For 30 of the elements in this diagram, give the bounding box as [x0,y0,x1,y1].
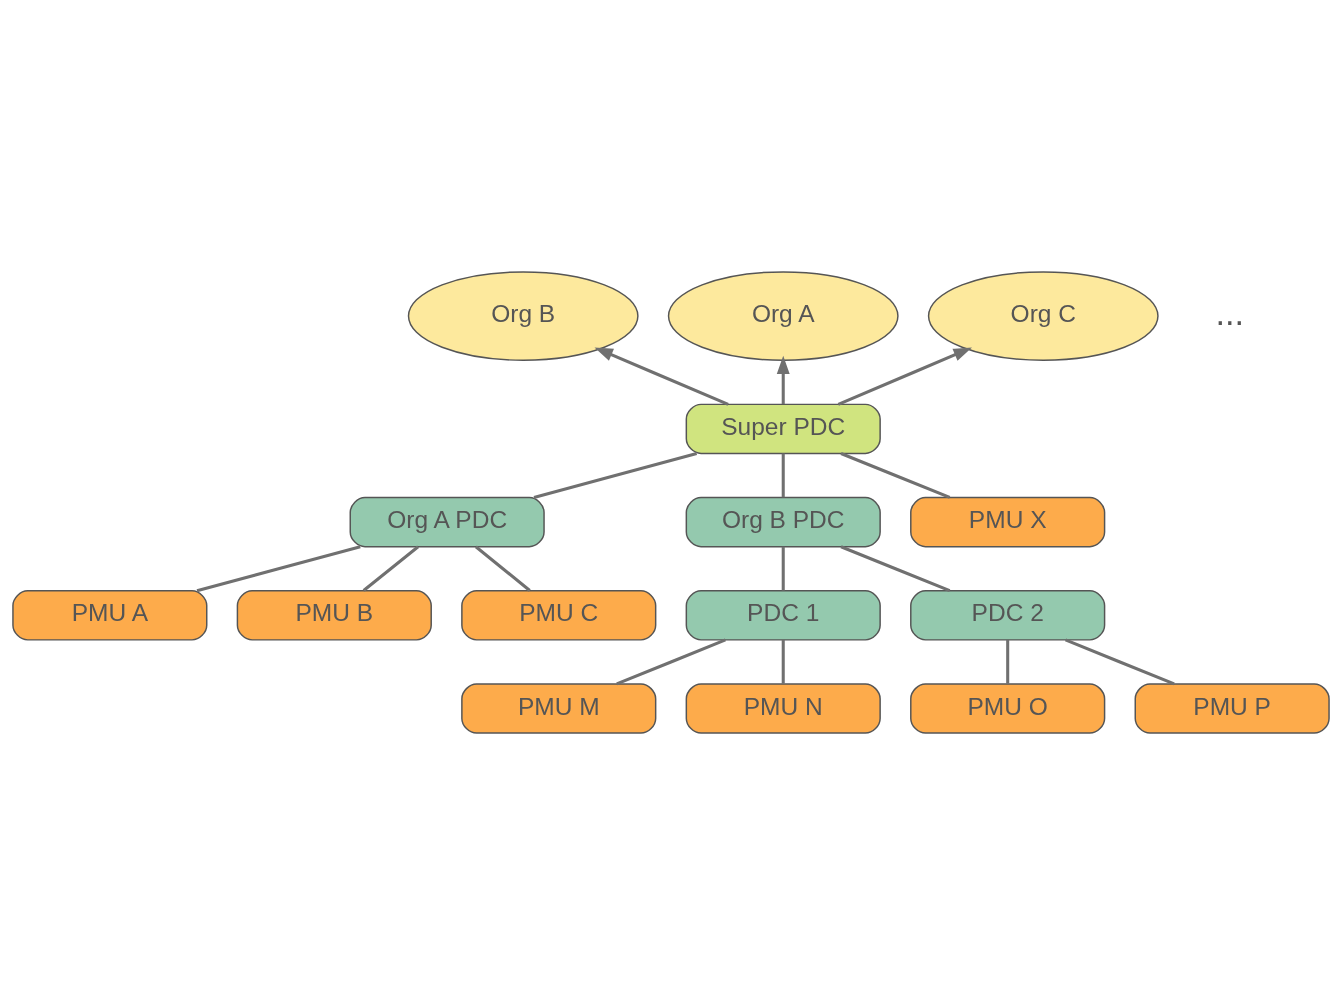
connector [781,546,785,590]
node-box: PMU X [910,496,1106,547]
arrow [837,347,972,406]
connector [474,545,531,592]
node-box: PMU A [12,589,208,641]
connector [616,638,726,685]
node-box: PMU C [461,589,657,641]
node-box: Org A PDC [349,496,545,547]
node-box: PMU B [236,589,432,641]
connector [781,453,785,497]
node-box: Org B PDC [685,496,881,547]
arrow [594,347,729,406]
node-box: Super PDC [685,403,881,454]
connector [1006,639,1010,684]
connector [840,451,951,499]
node-box: PMU O [910,682,1106,734]
arrow [776,355,790,404]
connector [196,544,361,592]
connector [533,451,698,499]
connector [362,545,420,592]
node-box: PMU N [685,682,881,734]
label: ... [1215,293,1245,332]
node-box: PMU P [1134,682,1330,734]
connector [840,544,951,592]
connector [1064,638,1175,685]
connector [781,639,785,684]
node-box: PMU M [461,682,657,734]
node-box: PDC 1 [685,589,881,641]
node-ellipse: Org A [667,270,899,361]
node-box: PDC 2 [910,589,1106,641]
